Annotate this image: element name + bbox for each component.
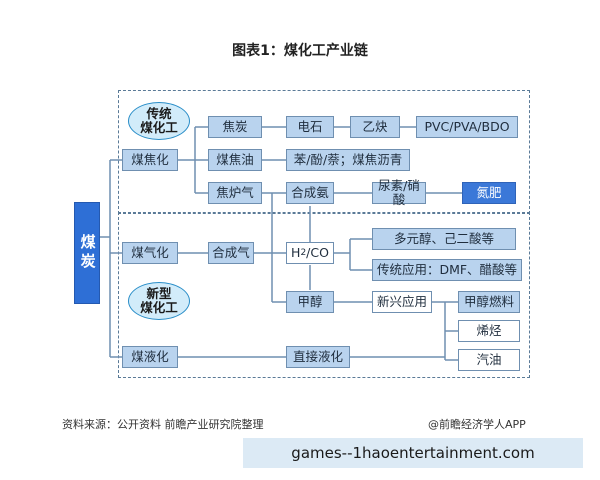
page-title: 图表1：煤化工产业链 [232,43,368,59]
node-nitrogen-fertilizer: 氮肥 [462,182,516,204]
node-coke-oven-gas: 焦炉气 [208,182,262,204]
watermark-banner: games--1haoentertainment.com [243,438,583,468]
node-coke: 焦炭 [208,116,262,138]
label-traditional-text: 传统 煤化工 [140,105,178,135]
label-new: 新型 煤化工 [128,282,190,320]
node-emerging-apps: 新兴应用 [372,291,432,313]
node-synthetic-ammonia: 合成氨 [286,182,334,204]
node-gasification: 煤气化 [122,242,178,264]
h2co-pre: H [291,244,301,260]
node-coking: 煤焦化 [122,149,178,171]
traditional-region [118,90,530,214]
node-syngas: 合成气 [208,242,254,264]
node-liquefaction: 煤液化 [122,346,178,368]
root-coal: 煤炭 [74,202,100,304]
h2co-post: /CO [306,244,329,260]
footer-source: 资料来源：公开资料 前瞻产业研究院整理 [62,418,264,431]
node-methanol: 甲醇 [286,291,334,313]
node-direct-liquefaction: 直接液化 [286,346,350,368]
node-traditional-apps: 传统应用：DMF、醋酸等 [372,259,522,281]
node-methanol-fuel: 甲醇燃料 [458,291,520,313]
label-new-text: 新型 煤化工 [140,285,178,315]
h2co-sub: 2 [300,247,307,258]
node-acetylene: 乙炔 [350,116,400,138]
node-polyols: 多元醇、己二酸等 [372,228,516,250]
node-benzene: 苯/酚/萘；煤焦沥青 [286,149,410,171]
node-olefins: 烯烃 [458,320,520,342]
label-traditional: 传统 煤化工 [128,102,190,140]
node-coal-tar: 煤焦油 [208,149,262,171]
node-pvc: PVC/PVA/BDO [416,116,518,138]
node-urea: 尿素/硝酸 [372,178,426,207]
node-gasoline: 汽油 [458,349,520,371]
node-carbide: 电石 [286,116,334,138]
footer-brand: @前瞻经济学人APP [428,418,526,431]
new-region [118,212,530,378]
